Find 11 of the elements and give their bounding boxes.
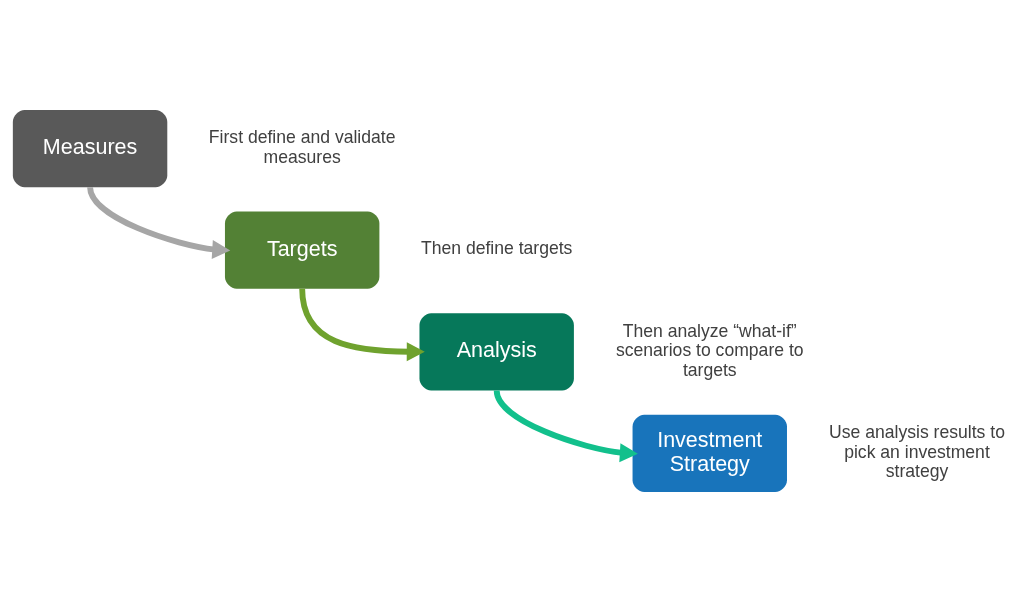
node-label: Then define targets (420, 237, 573, 258)
node-label: First define and validate measures (208, 126, 396, 167)
node-box: Measures (12, 109, 168, 187)
node-box: Targets (224, 211, 380, 289)
node-box: Analysis (419, 312, 574, 390)
node-label: Use analysis results to pick an investment strategy (829, 421, 1005, 481)
node-box: Investment Strategy (632, 414, 787, 492)
arrow (87, 186, 231, 259)
arrow (299, 288, 425, 361)
arrow (493, 389, 638, 462)
node-label: Then analyze “what-if” scenarios to compare to targets (615, 320, 804, 380)
